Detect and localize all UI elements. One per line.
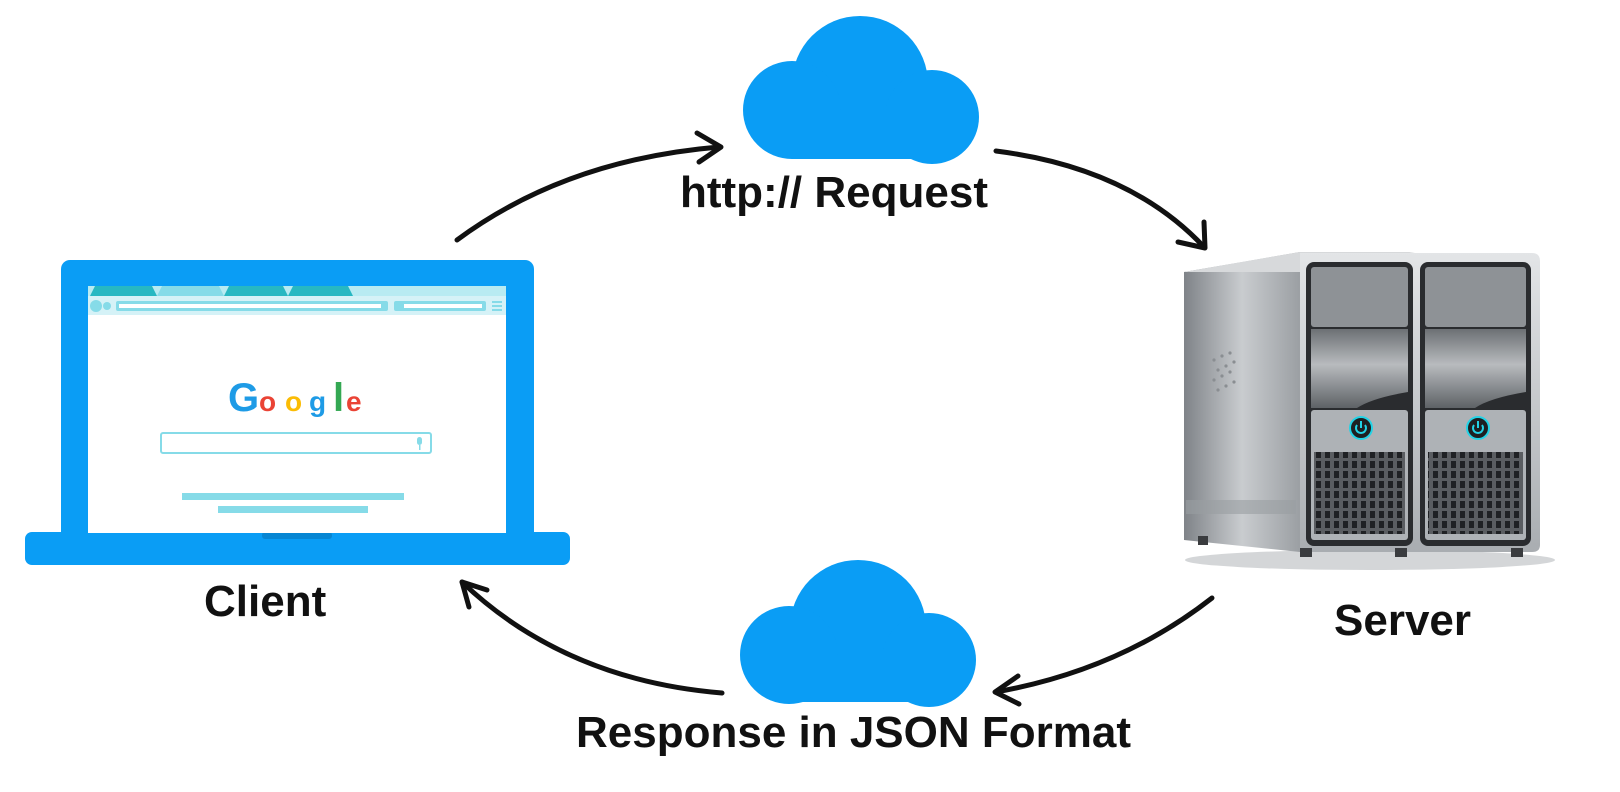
browser-tab bbox=[224, 286, 288, 296]
response-label: Response in JSON Format bbox=[576, 708, 1132, 757]
logo-letter: o bbox=[285, 386, 302, 417]
forward-icon bbox=[103, 302, 111, 310]
menu-icon bbox=[492, 301, 502, 311]
logo-letter: G bbox=[228, 376, 259, 420]
arrow-request-client-to-cloud bbox=[454, 130, 724, 243]
browser-tab bbox=[157, 286, 224, 296]
server-tower-left bbox=[1184, 252, 1420, 557]
result-line bbox=[182, 493, 404, 500]
request-cloud-icon bbox=[743, 16, 979, 164]
page-search-box bbox=[160, 432, 432, 454]
arrow-response-server-to-cloud bbox=[992, 595, 1215, 707]
browser-tab bbox=[288, 286, 353, 296]
mic-icon bbox=[417, 437, 422, 450]
request-label: http:// Request bbox=[680, 168, 988, 217]
back-icon bbox=[90, 300, 102, 312]
browser-tab bbox=[90, 286, 157, 296]
client-label: Client bbox=[204, 577, 327, 626]
logo-letter: l bbox=[333, 376, 344, 420]
result-line bbox=[218, 506, 368, 513]
response-cloud-icon bbox=[740, 560, 976, 707]
server-tower-right bbox=[1410, 253, 1540, 557]
server-label: Server bbox=[1334, 596, 1472, 645]
logo-letter: g bbox=[309, 386, 326, 417]
arrow-request-cloud-to-server bbox=[993, 148, 1208, 251]
arrow-response-cloud-to-client bbox=[459, 579, 725, 696]
logo-letter: o bbox=[259, 386, 276, 417]
server-tower-icon bbox=[1184, 252, 1555, 570]
logo-letter: e bbox=[346, 386, 362, 417]
